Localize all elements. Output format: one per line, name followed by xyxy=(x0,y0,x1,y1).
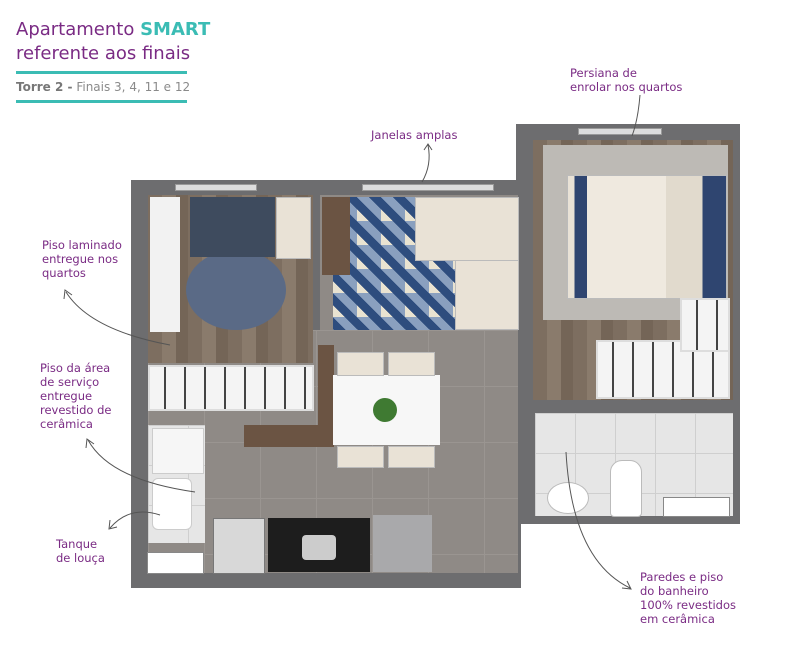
chair xyxy=(337,352,384,376)
plant xyxy=(373,398,397,422)
dining-bench xyxy=(318,345,334,445)
arrow-sink xyxy=(108,511,161,530)
tower-label: Torre 2 - xyxy=(16,80,73,94)
double-bed xyxy=(567,175,727,299)
subtitle: Torre 2 - Finais 3, 4, 11 e 12 xyxy=(16,80,190,94)
finals-label: Finais 3, 4, 11 e 12 xyxy=(76,80,191,94)
window-bedroom-1 xyxy=(175,184,257,191)
chair xyxy=(388,446,435,468)
window-bedroom-2 xyxy=(578,128,662,135)
single-bed xyxy=(190,197,275,257)
arrow-service-area xyxy=(85,438,196,493)
kitchen-sink xyxy=(302,535,336,560)
note-laminate: Piso laminado entregue nos quartos xyxy=(42,238,122,280)
pillow xyxy=(276,197,311,259)
toilet xyxy=(610,460,642,517)
tv-stand xyxy=(322,197,350,275)
geometric-rug xyxy=(333,197,455,330)
note-line: cerâmica xyxy=(40,417,93,431)
note-line: revestido de xyxy=(40,403,112,417)
note-service-area: Piso da área de serviço entregue revesti… xyxy=(40,361,112,431)
sofa-chaise xyxy=(455,260,519,330)
note-line: enrolar nos quartos xyxy=(570,80,683,94)
page-title: Apartamento SMART referente aos finais xyxy=(16,18,210,66)
arrow-bathroom xyxy=(565,451,632,590)
laundry-sink xyxy=(152,478,192,530)
divider xyxy=(16,71,187,74)
sofa xyxy=(415,197,519,261)
arrow-blinds xyxy=(631,94,641,137)
note-line: Paredes e piso xyxy=(640,570,724,584)
bathroom-window-shaft xyxy=(663,497,730,517)
note-line: entregue nos xyxy=(42,252,119,266)
note-line: Piso da área xyxy=(40,361,111,375)
chair xyxy=(337,446,384,468)
service-window-shaft xyxy=(147,552,204,574)
arrow-windows xyxy=(421,143,433,183)
chair xyxy=(388,352,435,376)
closet-bedroom-1 xyxy=(148,365,314,411)
note-line: Piso laminado xyxy=(42,238,122,252)
note-blinds: Persiana de enrolar nos quartos xyxy=(570,66,682,94)
window-living xyxy=(362,184,494,191)
bathroom-sink xyxy=(547,482,589,514)
note-sink: Tanque de louça xyxy=(56,537,105,565)
divider xyxy=(16,100,187,103)
title-highlight: SMART xyxy=(140,19,211,40)
note-line: quartos xyxy=(42,266,86,280)
round-rug xyxy=(186,250,286,330)
note-line: de serviço xyxy=(40,375,100,389)
note-line: Persiana de xyxy=(570,66,637,80)
note-bathroom: Paredes e piso do banheiro 100% revestid… xyxy=(640,570,736,626)
stove xyxy=(213,518,265,574)
sideboard xyxy=(244,425,334,447)
note-line: do banheiro xyxy=(640,584,709,598)
title-prefix: Apartamento xyxy=(16,19,135,40)
note-line: em cerâmica xyxy=(640,612,715,626)
refrigerator xyxy=(373,515,432,572)
note-line: 100% revestidos xyxy=(640,598,736,612)
washing-machine xyxy=(152,428,204,474)
note-line: de louça xyxy=(56,551,105,565)
closet-bedroom-2-corner xyxy=(680,298,730,352)
note-windows: Janelas amplas xyxy=(371,128,458,142)
desk xyxy=(150,197,180,332)
note-line: entregue xyxy=(40,389,93,403)
title-line2: referente aos finais xyxy=(16,43,191,64)
arrow-laminate xyxy=(63,289,171,346)
note-line: Tanque xyxy=(56,537,98,551)
